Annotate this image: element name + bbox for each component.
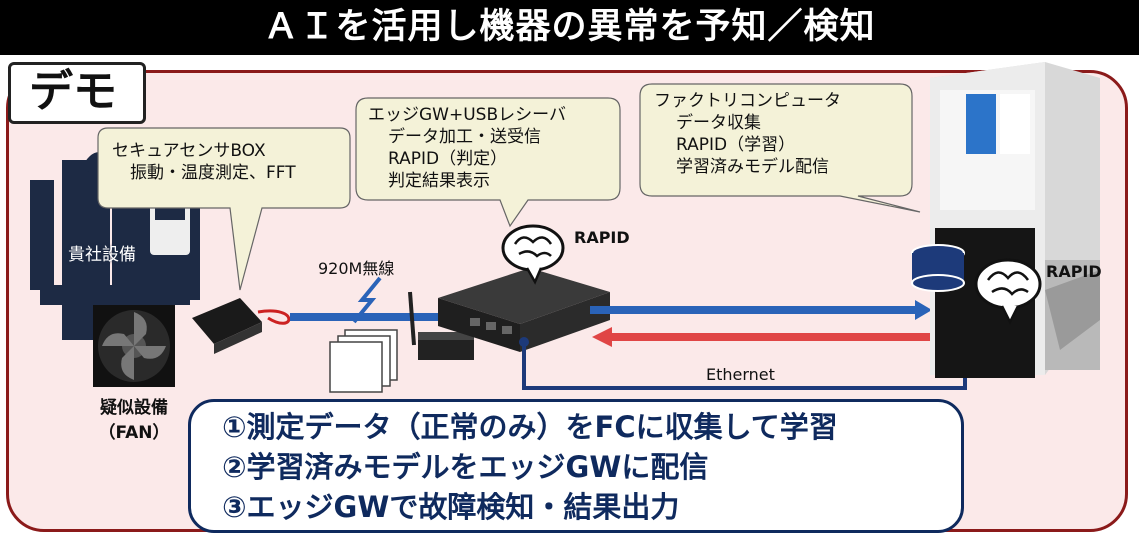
brain-icon-server [974,258,1042,325]
usb-receiver-icon [408,291,474,360]
fc-bubble-line2: データ収集 [676,113,761,133]
fc-bubble-line4: 学習済みモデル配信 [676,157,829,177]
gateway-bubble-line4: 判定結果表示 [388,171,490,191]
documents-icon [329,329,398,393]
sensor-box-icon [192,298,262,354]
customer-equipment-label: 貴社設備 [68,245,136,265]
fc-bubble-line1: ファクトリコンピュータ [654,91,841,111]
step-3: ③エッジGWで故障検知・結果出力 [222,490,680,524]
factory-computer-bubble [639,83,921,213]
wireless-icon [352,276,382,324]
gateway-bubble-line1: エッジGW+USBレシーバ [368,105,566,125]
gateway-bubble-line2: データ加工・送受信 [388,127,541,147]
step-2: ②学習済みモデルをエッジGWに配信 [222,450,709,484]
fan-icon [93,305,175,387]
steps-box [188,399,964,533]
step-1: ①測定データ（正常のみ）をFCに収集して学習 [222,410,838,444]
fan-label: （FAN） [98,423,170,443]
sensor-bubble-line2: 振動・温度測定、FFT [130,163,296,183]
ethernet-label: Ethernet [706,365,775,384]
factory-computer-icon [930,62,1100,378]
sensor-bubble [97,127,351,291]
wireless-label: 920M無線 [318,259,395,278]
fc-bubble-line3: RAPID（学習） [676,135,796,155]
title-bar [0,0,1139,55]
rapid-server-label: RAPID [1046,262,1102,281]
demo-label: デモ [8,62,146,124]
page-title: ＡＩを活用し機器の異常を予知／検知 [263,7,876,47]
rapid-gateway-label: RAPID [574,228,630,247]
database-icon [911,244,965,292]
gateway-device-icon [438,268,610,352]
pseudo-equipment-label: 疑似設備 [100,398,168,418]
gateway-bubble [355,97,621,228]
brain-icon-gateway [501,224,565,285]
customer-equipment-icon [30,152,200,340]
sensor-bubble-line1: セキュアセンサBOX [112,141,266,161]
gateway-bubble-line3: RAPID（判定） [388,149,508,169]
